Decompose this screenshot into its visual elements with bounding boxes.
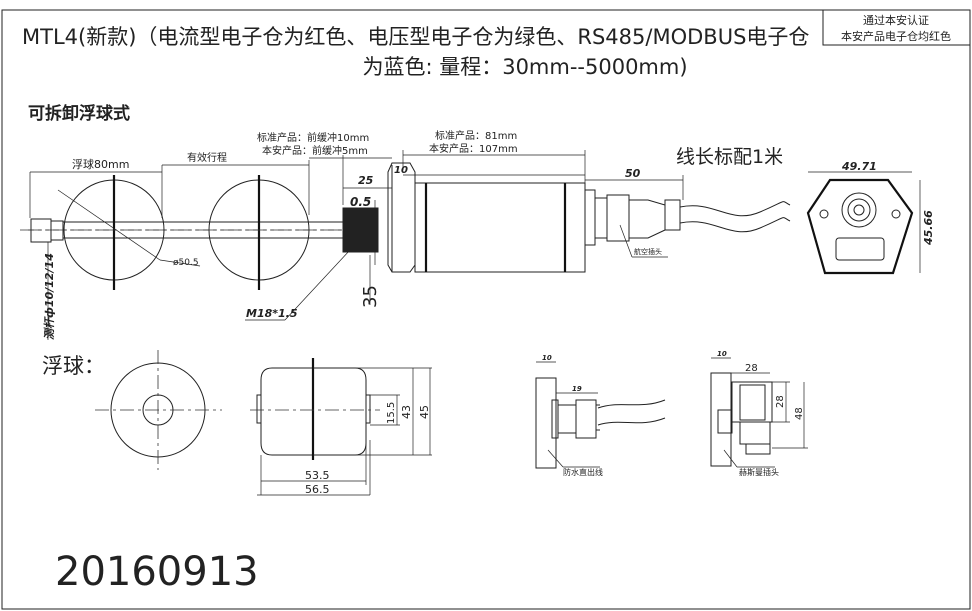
certification-badge [822,9,971,46]
din-dim-48: 48 [794,407,805,420]
dim-45: 45 [418,405,431,419]
float-top-view [95,350,222,470]
title-line1: MTL4(新款)（电流型电子仓为红色、电压型电子仓为绿色、RS485/MODBU… [22,25,809,49]
aviation-plug-label: 航空插头 [634,247,662,256]
din-dim-10: 10 [717,350,727,358]
waterproof-outlet-view [535,361,666,469]
thread-m18 [342,207,379,253]
main-assembly-view [20,150,791,340]
dim-35: 35 [360,285,381,308]
din-connector-label: 赫斯曼插头 [739,467,779,477]
dim-50: 50 [625,167,641,180]
drawing-date: 20160913 [55,549,259,595]
din-dim-28-width: 28 [745,363,758,374]
dim-15.5: 15.5 [386,402,397,424]
electronics-housing [414,182,586,273]
diameter-label: ø50.5 [173,258,199,268]
length-ia-label: 本安产品：107mm [429,142,518,155]
din-dim-28-height: 28 [775,395,786,408]
end-width-label: 49.71 [841,160,877,173]
sheet-border [1,9,971,610]
dim-0.5: 0.5 [350,195,371,209]
effective-stroke-label: 有效行程 [187,151,227,164]
section-title: 可拆卸浮球式 [28,103,130,124]
thread-label: M18*1.5 [246,307,298,320]
dim-43: 43 [400,405,413,419]
waterproof-dim-19: 19 [572,385,582,393]
badge-line1: 通过本安认证 [863,13,929,27]
din-connector-view [710,357,808,468]
rod-diameter-label: 测杆ф10/12/14 [43,253,56,340]
dim-25: 25 [358,174,374,187]
float-80mm-label: 浮球80mm [72,157,129,171]
cable [679,201,791,217]
title-line2: 为蓝色: 量程：30mm--5000mm) [362,55,687,79]
float-side-view [250,358,432,496]
badge-line2: 本安产品电子仓均红色 [841,29,951,43]
waterproof-dim-10: 10 [542,354,552,362]
length-standard-label: 标准产品：81mm [435,129,517,142]
cable-length-note: 线长标配1米 [676,146,783,168]
aviation-plug [606,194,630,242]
dim-56.5: 56.5 [305,483,330,496]
waterproof-outlet-label: 防水直出线 [563,467,603,477]
buffer-standard-label: 标准产品：前缓冲10mm [257,131,369,144]
end-height-label: 45.66 [922,210,935,246]
buffer-ia-label: 本安产品：前缓冲5mm [262,144,368,157]
end-view [806,171,921,275]
float-section-label: 浮球： [42,354,105,378]
dim-53.5: 53.5 [305,469,330,482]
dim-10: 10 [394,165,408,176]
